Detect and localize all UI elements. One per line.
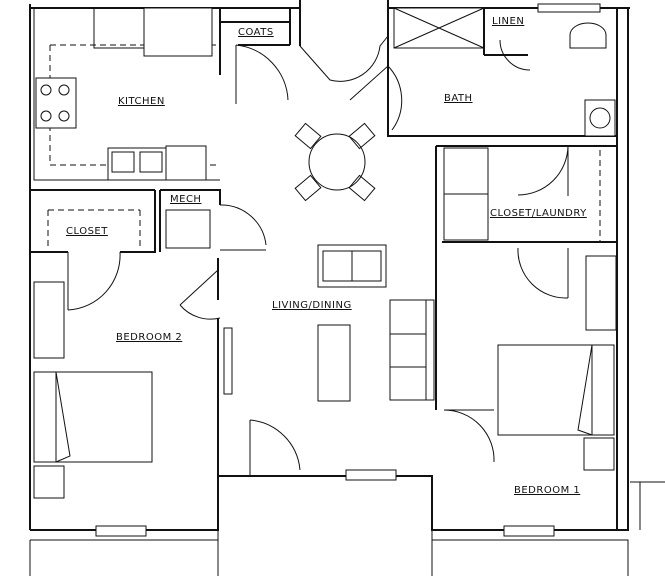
window-icon-b1 [503, 525, 555, 537]
room-label-kitchen: KITCHEN [118, 96, 165, 107]
room-label-closet-laundry: CLOSET/LAUNDRY [490, 208, 587, 219]
dishwasher-icon [165, 145, 207, 181]
room-label-bedroom-2: BEDROOM 2 [116, 332, 183, 343]
room-label-coats: COATS [238, 27, 274, 38]
room-label-closet: CLOSET [66, 226, 108, 237]
room-label-bath: BATH [444, 93, 473, 104]
kitchen-area [33, 7, 220, 181]
bedroom-1-area [443, 255, 617, 537]
window-icon-b2 [95, 525, 147, 537]
coffee-table-icon [317, 324, 351, 402]
mech-closet [30, 189, 267, 311]
room-label-linen: LINEN [492, 16, 525, 27]
sofa-icon [389, 299, 435, 401]
fridge-icon [143, 7, 213, 57]
living-area [179, 244, 435, 481]
closet-laundry [435, 145, 617, 410]
bedroom-2-area [33, 281, 153, 537]
room-label-living-dining: LIVING/DINING [272, 300, 352, 311]
window-icon [345, 469, 397, 481]
sink-icon [107, 147, 167, 181]
bath-area [349, 3, 617, 137]
room-label-mech: MECH [170, 194, 202, 205]
dining-table [294, 122, 376, 202]
toilet-icon [569, 22, 607, 49]
room-label-bedroom-1: BEDROOM 1 [514, 485, 581, 496]
entry-door [299, 35, 389, 82]
stove-icon [35, 77, 77, 129]
coats-closet [219, 8, 291, 104]
